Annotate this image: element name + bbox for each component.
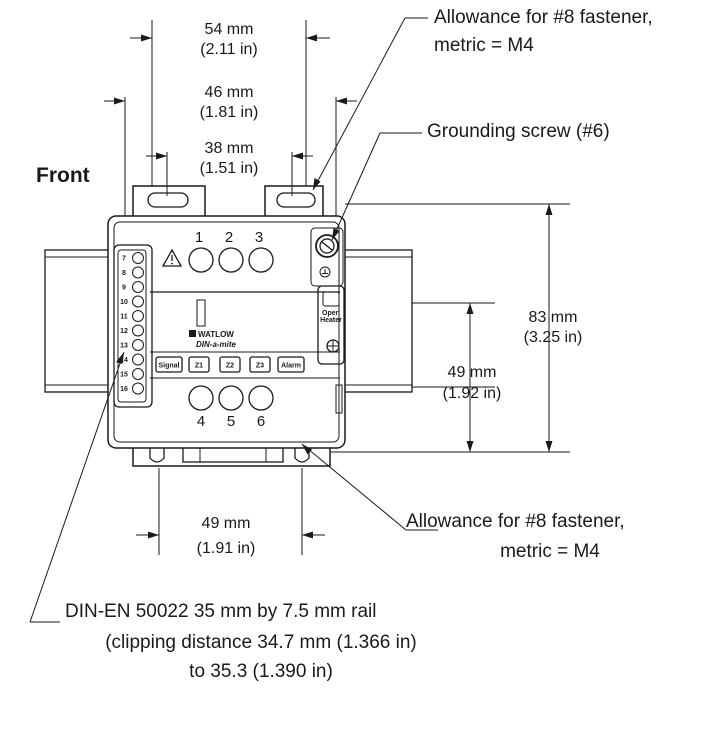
terminal-4-label: 4 [197, 413, 205, 430]
side-module: Open Heater [310, 227, 345, 414]
side-terminal-8-screw [132, 266, 144, 279]
indicator-z2: Z2 [226, 363, 234, 370]
callout-fastener-bottom-line1: Allowance for #8 fastener, [406, 511, 625, 532]
mounting-tab-bottom [132, 437, 331, 467]
dim-83-in: (3.25 in) [524, 329, 583, 346]
indicator-signal: Signal [158, 363, 179, 370]
callout-grounding: Grounding screw (#6) [331, 121, 610, 241]
ground-symbol-icon [319, 266, 331, 278]
terminal-1-screw [188, 247, 214, 273]
indicator-z1: Z1 [195, 363, 203, 370]
dim-83-mm: 83 mm [529, 309, 578, 326]
dim-46-mm: 46 mm [205, 84, 254, 101]
side-terminal-7-screw [132, 252, 144, 264]
dim-46-in: (1.81 in) [200, 104, 259, 121]
warning-icon [161, 248, 183, 267]
terminal-6-label: 6 [257, 413, 265, 430]
side-terminal-15-screw [132, 368, 144, 380]
device-body [107, 215, 346, 449]
terminal-6-screw [248, 385, 274, 411]
dim-49v-in: (1.92 in) [443, 385, 502, 402]
callout-grounding-text: Grounding screw (#6) [427, 121, 610, 142]
terminal-3-label: 3 [255, 229, 263, 246]
right-dimensions: 83 mm (3.25 in) 49 mm (1.92 in) [330, 203, 583, 453]
brand-area: WATLOW DIN-a-mite [189, 299, 237, 349]
dim-54-mm: 54 mm [205, 21, 254, 38]
top-dimensions: 54 mm (2.11 in) 46 mm (1.81 in) 38 mm (1… [104, 20, 357, 216]
terminal-3-screw [248, 247, 274, 273]
callout-fastener-top-line2: metric = M4 [434, 35, 534, 56]
side-terminal-13-label: 13 [120, 343, 128, 350]
side-terminal-13-screw [132, 339, 144, 351]
side-terminal-12-label: 12 [120, 328, 128, 335]
callout-rail-line3: to 35.3 (1.390 in) [189, 661, 333, 682]
brand-name: WATLOW [198, 330, 234, 339]
terminal-1-label: 1 [195, 229, 203, 246]
callout-rail: DIN-EN 50022 35 mm by 7.5 mm rail (clipp… [29, 351, 417, 682]
mounting-tab-top-right [264, 185, 324, 218]
side-terminal-14-label: 14 [120, 357, 128, 364]
callout-fastener-bottom: Allowance for #8 fastener, metric = M4 [301, 443, 625, 562]
side-terminal-9-screw [132, 281, 144, 293]
side-terminal-10-label: 10 [120, 299, 128, 306]
dim-38-in: (1.51 in) [200, 160, 259, 177]
model-name: DIN-a-mite [196, 340, 237, 349]
terminal-5-screw [218, 385, 244, 411]
side-terminal-strip: 7 8 9 10 11 12 13 14 15 16 [113, 244, 153, 408]
side-terminal-9-label: 9 [122, 285, 126, 292]
side-label-heater: Heater [320, 317, 342, 324]
side-terminal-15-label: 15 [120, 372, 128, 379]
indicator-z3: Z3 [256, 363, 264, 370]
side-terminal-16-label: 16 [120, 386, 128, 393]
watlow-logo-icon [189, 330, 196, 337]
indicator-row: Signal Z1 Z2 Z3 Alarm [155, 356, 305, 373]
terminal-4-screw [188, 385, 214, 411]
side-label-open: Open [322, 310, 340, 317]
side-terminal-11-label: 11 [120, 314, 128, 321]
callout-rail-line1: DIN-EN 50022 35 mm by 7.5 mm rail [65, 601, 377, 622]
terminal-5-label: 5 [227, 413, 235, 430]
dim-49h-mm: 49 mm [202, 515, 251, 532]
top-terminals: 1 2 3 [188, 229, 274, 273]
dim-49v-mm: 49 mm [448, 364, 497, 381]
side-terminal-16-screw [132, 382, 144, 395]
side-terminal-7-label: 7 [122, 256, 126, 263]
callout-rail-line2: (clipping distance 34.7 mm (1.366 in) [105, 632, 417, 653]
side-terminal-10-screw [132, 295, 144, 308]
view-title: Front [36, 164, 90, 187]
side-terminal-8-label: 8 [122, 270, 126, 277]
callout-fastener-bottom-line2: metric = M4 [500, 541, 600, 562]
dim-49h-in: (1.91 in) [197, 540, 256, 557]
bottom-terminals: 4 5 6 [188, 385, 274, 430]
callout-fastener-top-line1: Allowance for #8 fastener, [434, 7, 653, 28]
side-terminal-11-screw [132, 310, 144, 322]
mounting-tab-top-left [132, 185, 206, 218]
terminal-2-label: 2 [225, 229, 233, 246]
grounding-screw [315, 234, 339, 258]
dim-54-in: (2.11 in) [200, 41, 258, 58]
side-terminal-12-screw [132, 324, 144, 337]
callout-fastener-top: Allowance for #8 fastener, metric = M4 [312, 7, 653, 191]
bottom-dimension: 49 mm (1.91 in) [136, 468, 325, 557]
side-terminal-14-screw [132, 353, 144, 366]
indicator-alarm: Alarm [281, 363, 301, 370]
dim-38-mm: 38 mm [205, 140, 254, 157]
terminal-2-screw [218, 247, 244, 273]
